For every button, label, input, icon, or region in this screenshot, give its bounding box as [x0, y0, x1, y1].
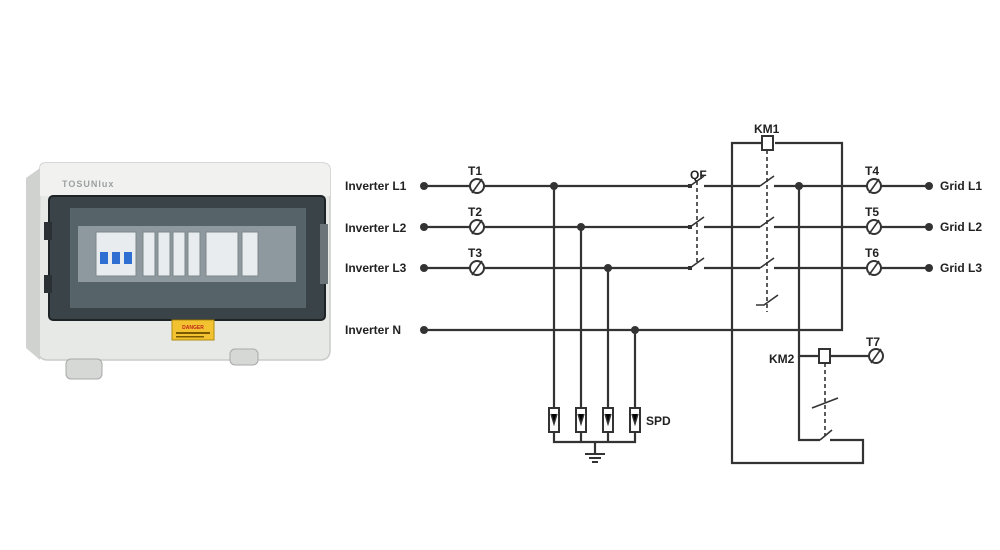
brand-logo-text: TOSUNlux: [62, 179, 114, 189]
cable-gland: [65, 358, 103, 380]
svg-text:T6: T6: [865, 246, 879, 260]
terminal-t4: T4: [865, 164, 882, 194]
svg-text:DANGER: DANGER: [182, 325, 204, 331]
label-grid-l1: Grid L1: [940, 179, 982, 193]
terminal-t6: T6: [865, 246, 882, 276]
label-qf: QF: [690, 168, 707, 182]
cable-gland: [229, 348, 259, 366]
terminal-t1: T1: [468, 164, 485, 194]
end-terminal-dots: [420, 182, 933, 334]
terminal-t7: T7: [866, 335, 884, 364]
terminal-t5: T5: [865, 205, 882, 235]
contactor-km2: KM2: [769, 182, 870, 442]
wire-n: [424, 141, 844, 332]
label-inverter-n: Inverter N: [345, 323, 401, 337]
contactor-km1: KM1: [730, 122, 865, 465]
spd-modules: [142, 231, 201, 277]
svg-text:T4: T4: [865, 164, 879, 178]
km2-coil: [818, 348, 831, 364]
warning-label: DANGER: [171, 319, 215, 341]
svg-text:T7: T7: [866, 335, 880, 349]
km1-coil: [761, 135, 774, 151]
contactor-modules: [205, 231, 259, 277]
label-grid-l2: Grid L2: [940, 220, 982, 234]
svg-text:T2: T2: [468, 205, 482, 219]
svg-text:T1: T1: [468, 164, 482, 178]
breaker-qf: QF: [688, 168, 707, 270]
mcb-breaker: [95, 231, 137, 277]
label-grid-l3: Grid L3: [940, 261, 982, 275]
label-km2: KM2: [769, 352, 795, 366]
ground-icon: [585, 453, 605, 463]
label-km1: KM1: [754, 122, 780, 136]
surge-protector-spd: SPD: [548, 182, 671, 463]
label-inverter-l3: Inverter L3: [345, 261, 407, 275]
label-inverter-l2: Inverter L2: [345, 221, 407, 235]
svg-text:T5: T5: [865, 205, 879, 219]
schematic: Inverter L1 Inverter L2 Inverter L3 Inve…: [345, 122, 982, 465]
terminal-t3: T3: [468, 246, 485, 276]
svg-text:T3: T3: [468, 246, 482, 260]
label-spd: SPD: [646, 414, 671, 428]
distribution-box-photo: TOSUNlux DANGER: [26, 162, 331, 380]
label-inverter-l1: Inverter L1: [345, 179, 407, 193]
terminal-t2: T2: [468, 205, 485, 235]
spd-elements: [548, 407, 641, 433]
